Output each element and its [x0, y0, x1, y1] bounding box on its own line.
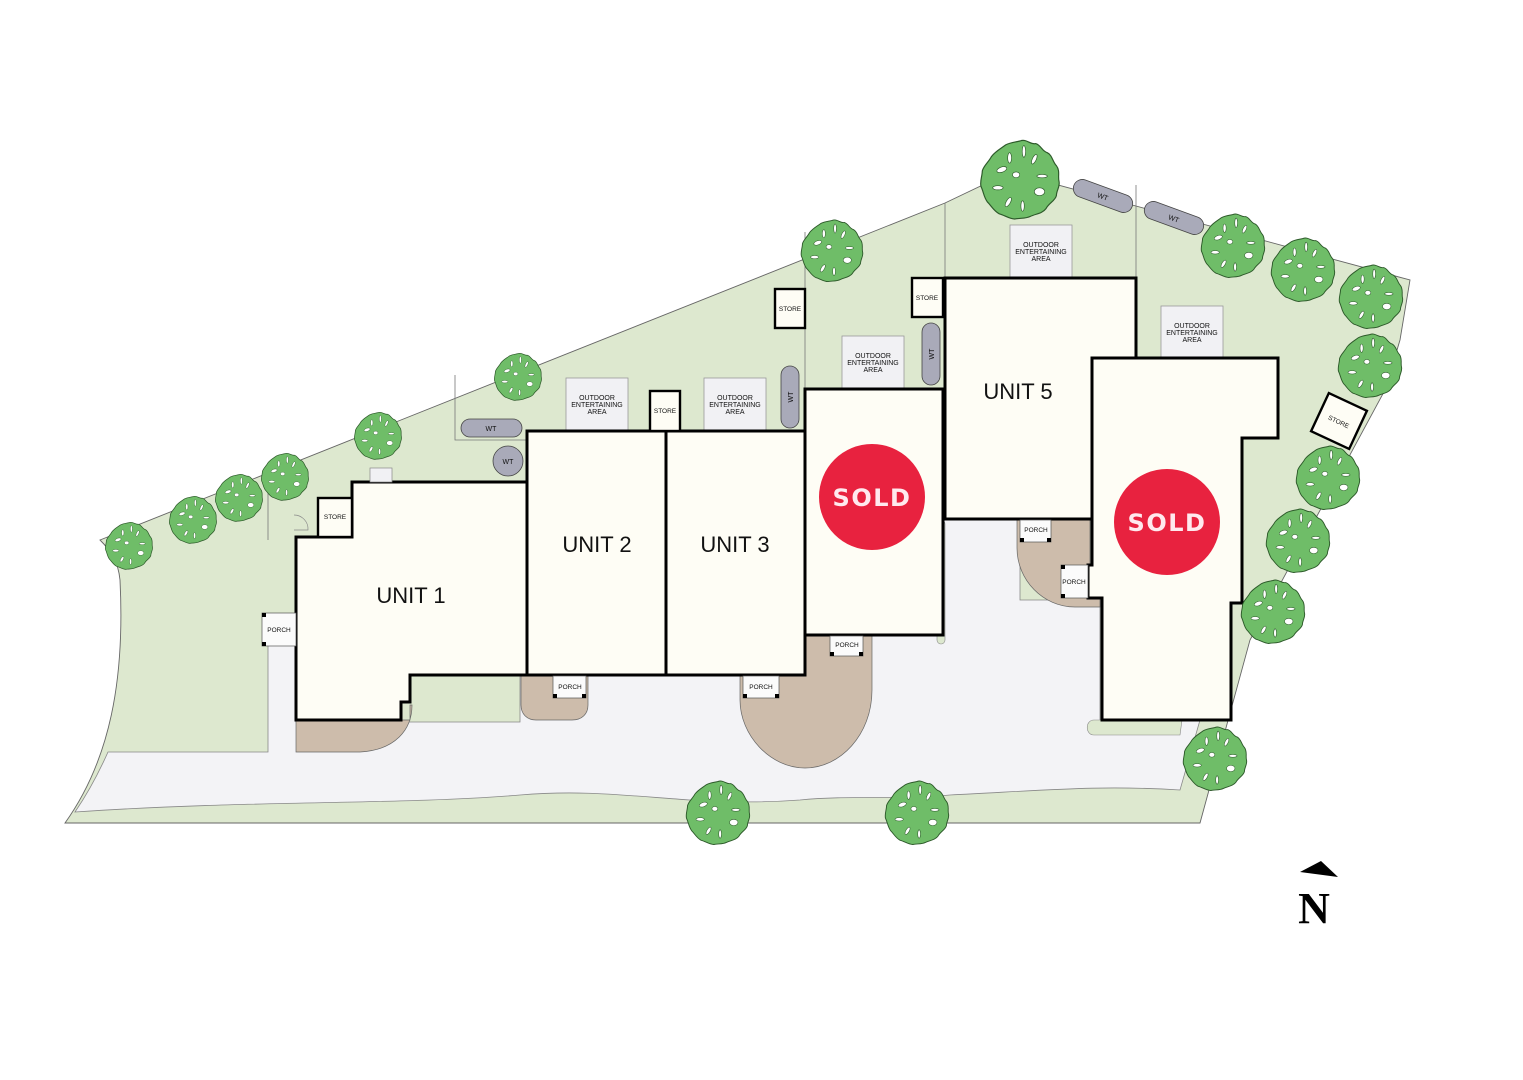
store-unit-6	[1309, 391, 1369, 451]
tree-icon	[105, 521, 153, 570]
tree-icon	[800, 219, 864, 283]
outdoor-label-line: OUTDOOR	[717, 395, 753, 402]
porch-unit-6	[1060, 564, 1089, 599]
water-tank-3	[780, 365, 800, 429]
water-tank-label: WT	[486, 426, 498, 433]
porch-unit-5	[1019, 519, 1052, 543]
outdoor-label-unit-5: OUTDOOR ENTERTAINING AREA	[1015, 242, 1066, 263]
tree-icon	[169, 495, 217, 544]
store-unit-5	[910, 276, 945, 319]
outdoor-label-line: AREA	[1031, 256, 1050, 263]
water-tank-1	[460, 418, 523, 438]
water-tank-label: WT	[929, 348, 936, 360]
tree-icon	[215, 473, 263, 522]
unit-3-outline[interactable]	[664, 429, 807, 677]
porch-unit-1	[261, 612, 297, 647]
tree-icon	[494, 352, 542, 401]
stores	[316, 276, 1369, 539]
outdoor-label-line: OUTDOOR	[579, 395, 615, 402]
store-unit-3	[773, 287, 807, 330]
tree-icon	[261, 452, 309, 501]
outdoor-area-unit-2	[565, 377, 629, 432]
north-arrow-icon	[1300, 861, 1338, 877]
store-label: STORE	[654, 408, 677, 415]
outdoor-label-line: ENTERTAINING	[571, 402, 622, 409]
outdoor-area-unit-4	[841, 335, 905, 390]
outdoor-label-unit-4: OUTDOOR ENTERTAINING AREA	[847, 353, 898, 374]
sold-badge-unit-6: SOLD	[1114, 469, 1220, 575]
units	[294, 276, 1280, 722]
unit-3-label: UNIT 3	[700, 532, 769, 557]
water-tank-2	[492, 445, 524, 477]
water-tank-label: WT	[1096, 192, 1109, 203]
porch-posts	[262, 538, 1065, 698]
unit-2-label: UNIT 2	[562, 532, 631, 557]
store-unit-2	[648, 389, 682, 433]
garden-strip-unit6	[1086, 719, 1183, 736]
outdoor-label-line: OUTDOOR	[1023, 242, 1059, 249]
outdoor-label-unit-6: OUTDOOR ENTERTAINING AREA	[1166, 323, 1217, 344]
porch-label: PORCH	[267, 627, 291, 634]
outdoor-label-unit-2: OUTDOOR ENTERTAINING AREA	[571, 395, 622, 416]
store-label: STORE	[916, 295, 939, 302]
unit-1-label: UNIT 1	[376, 583, 445, 608]
water-tank-label: WT	[503, 459, 515, 466]
outdoor-label-line: AREA	[587, 409, 606, 416]
porch-label: PORCH	[1062, 579, 1086, 586]
porch-unit-2	[552, 675, 587, 699]
porches	[261, 519, 1089, 699]
outdoor-label-line: AREA	[1182, 337, 1201, 344]
water-tank-label: WT	[1167, 214, 1180, 225]
water-tank-6	[1143, 201, 1205, 235]
tree-icon	[1200, 213, 1266, 278]
paving-unit-1	[295, 704, 413, 753]
north-arrow: N	[1298, 861, 1338, 933]
north-label: N	[1298, 884, 1330, 933]
water-tank-4	[921, 322, 941, 386]
water-tank-label: WT	[788, 391, 795, 403]
sold-label: SOLD	[1128, 509, 1207, 537]
water-tank-5	[1072, 179, 1134, 213]
porch-label: PORCH	[835, 642, 859, 649]
paving-unit-3-4	[739, 635, 873, 769]
sold-label: SOLD	[833, 484, 912, 512]
outdoor-label-line: ENTERTAINING	[709, 402, 760, 409]
gate-unit-1	[369, 467, 393, 483]
sold-badge-unit-4: SOLD	[819, 444, 925, 550]
door-swing	[293, 514, 309, 531]
porch-label: PORCH	[558, 684, 582, 691]
tree-icon	[980, 139, 1060, 220]
tree-icon	[354, 411, 402, 460]
porch-unit-4	[829, 635, 864, 657]
outdoor-label-line: ENTERTAINING	[1015, 249, 1066, 256]
porch-label: PORCH	[749, 684, 773, 691]
porch-unit-3	[742, 675, 780, 699]
store-label: STORE	[779, 306, 802, 313]
outdoor-area-unit-6	[1160, 305, 1224, 359]
store-label: STORE	[324, 514, 347, 521]
outdoor-label-unit-3: OUTDOOR ENTERTAINING AREA	[709, 395, 760, 416]
outdoor-label-line: OUTDOOR	[1174, 323, 1210, 330]
store-unit-1	[316, 496, 354, 539]
outdoor-label-line: ENTERTAINING	[1166, 330, 1217, 337]
porch-label: PORCH	[1024, 527, 1048, 534]
outdoor-label-line: ENTERTAINING	[847, 360, 898, 367]
outdoor-label-line: AREA	[863, 367, 882, 374]
outdoor-label-line: OUTDOOR	[855, 353, 891, 360]
outdoor-label-line: AREA	[725, 409, 744, 416]
unit-5-label: UNIT 5	[983, 379, 1052, 404]
water-tanks	[460, 179, 1205, 477]
